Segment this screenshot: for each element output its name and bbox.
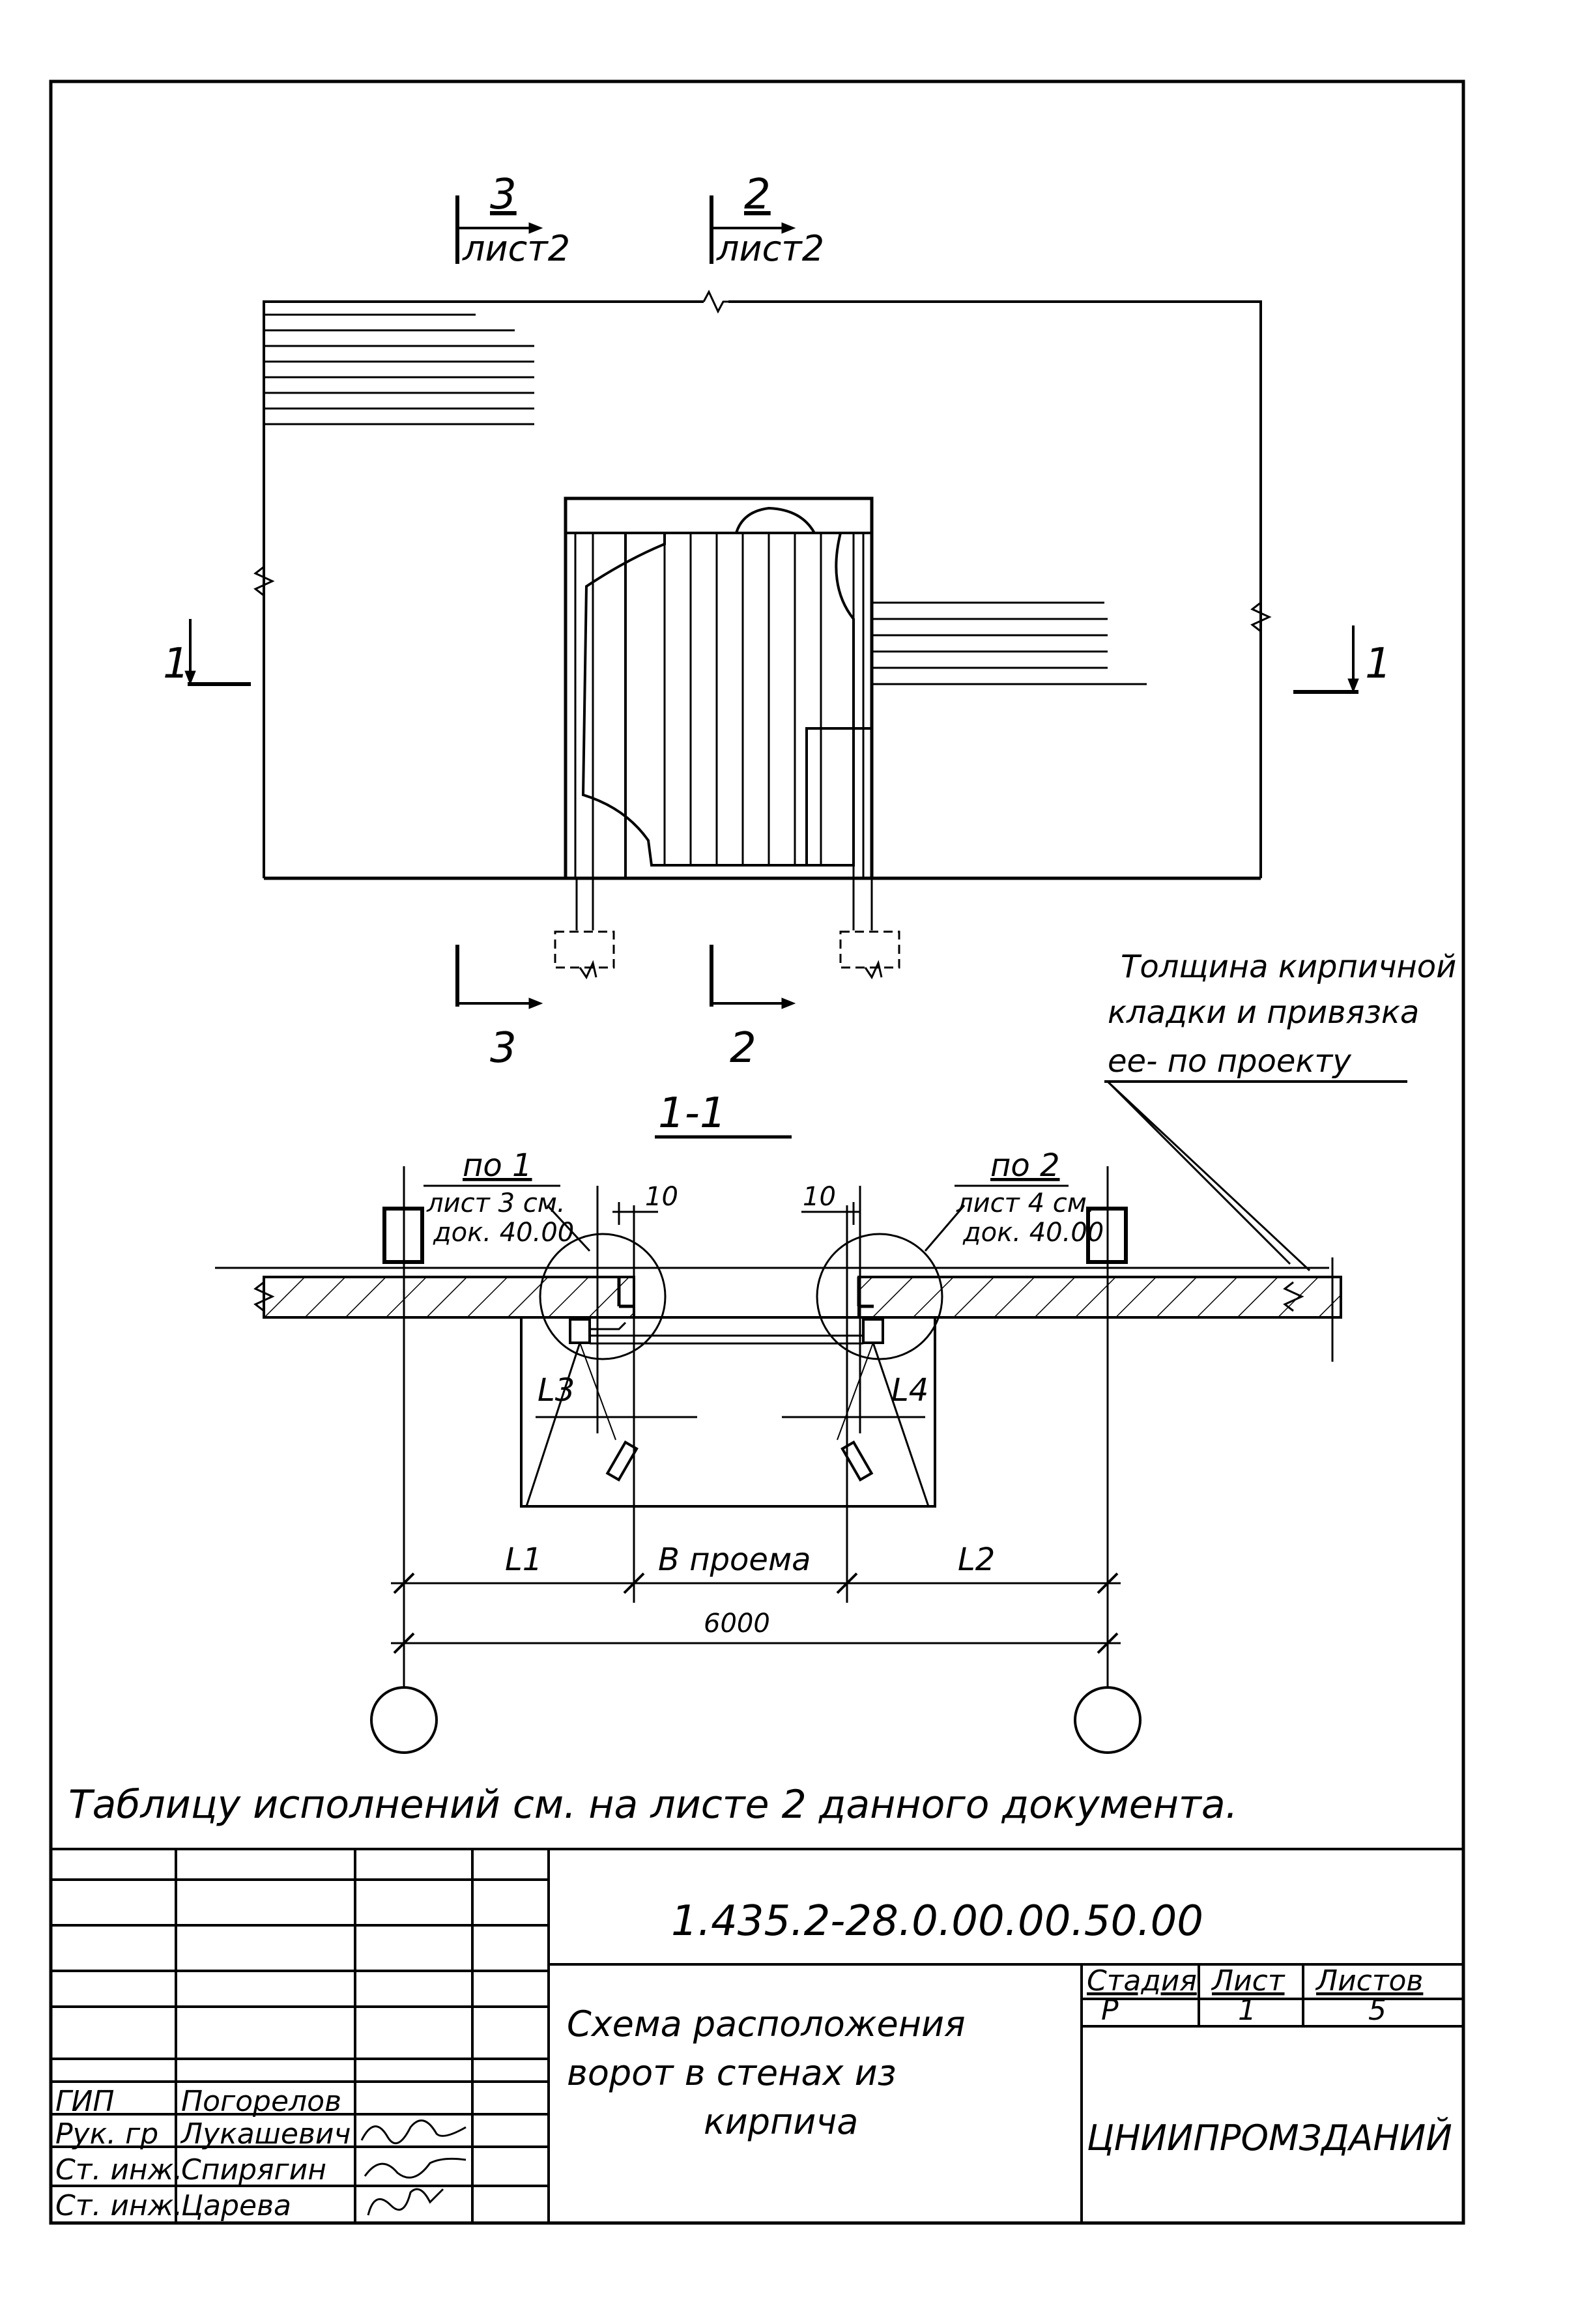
staff-name-3: Спирягин	[181, 2153, 326, 2187]
section-marker-2-top-sheet: лист2	[716, 228, 824, 269]
front-elevation	[253, 289, 1272, 980]
masonry-note-line1: Толщина кирпичной	[1121, 949, 1456, 985]
signatures	[360, 2119, 467, 2216]
title-block-grid	[51, 1848, 1463, 2223]
staff-role-1: ГИП	[55, 2085, 115, 2118]
l4-dim: L4	[891, 1372, 928, 1409]
sheet-frame	[49, 79, 1465, 2225]
section-title: 1-1	[658, 1089, 726, 1138]
section-marker-1-right	[1293, 625, 1359, 694]
stage-header: Стадия	[1087, 1964, 1197, 1998]
section-marker-2-top	[710, 195, 796, 264]
section-marker-3-top-number: 3	[490, 171, 517, 219]
section-marker-2-top-number: 2	[744, 171, 771, 219]
section-marker-2-bottom-number: 2	[730, 1024, 756, 1072]
callout-left-line1: по 1	[463, 1147, 532, 1184]
callout-left-line2: лист 3 см.	[426, 1188, 566, 1218]
callout-right-line3: док. 40.00	[962, 1218, 1104, 1248]
l1-dim: L1	[505, 1542, 542, 1578]
stage-value: Р	[1101, 1994, 1119, 2027]
staff-name-1: Погорелов	[181, 2085, 341, 2118]
section-marker-2-bottom	[710, 945, 796, 1009]
total-dim: 6000	[704, 1609, 770, 1639]
drawing-name-line3: кирпича	[704, 2101, 858, 2142]
sheets-header: Листов	[1315, 1964, 1423, 1998]
gap-right-dim: 10	[803, 1182, 836, 1212]
section-marker-3-bottom	[455, 945, 543, 1009]
drawing-name-line2: ворот в стенах из	[567, 2052, 897, 2093]
callout-right-line1: по 2	[990, 1147, 1060, 1184]
callout-left-line3: док. 40.00	[433, 1218, 574, 1248]
masonry-note-line3: ее- по проекту	[1108, 1043, 1351, 1080]
section-marker-1-left-number: 1	[163, 640, 190, 688]
callout-right-line2: лист 4 см.	[956, 1188, 1095, 1218]
l2-dim: L2	[958, 1542, 995, 1578]
staff-role-2: Рук. гр	[55, 2117, 158, 2151]
masonry-note-leader	[1106, 1080, 1311, 1272]
staff-role-4: Ст. инж.	[55, 2189, 182, 2222]
gap-left-dim: 10	[645, 1182, 678, 1212]
section-marker-3-bottom-number: 3	[490, 1024, 517, 1072]
sheets-value: 5	[1368, 1994, 1386, 2027]
section-marker-3-top	[455, 195, 543, 264]
organization-name: ЦНИИПРОМЗДАНИЙ	[1087, 2117, 1452, 2159]
staff-name-4: Царева	[181, 2189, 291, 2222]
l3-dim: L3	[538, 1372, 575, 1409]
section-marker-3-top-sheet: лист2	[462, 228, 570, 269]
table-note: Таблицу исполнений см. на листе 2 данног…	[68, 1782, 1238, 1828]
document-code: 1.435.2-28.0.00.00.50.00	[671, 1897, 1203, 1945]
staff-role-3: Ст. инж.	[55, 2153, 182, 2187]
masonry-note-line2: кладки и привязка	[1108, 994, 1419, 1031]
drawing-name-line1: Схема расположения	[567, 2003, 966, 2044]
opening-dim: В проема	[658, 1542, 811, 1578]
section-marker-1-left	[184, 619, 251, 686]
section-plan	[215, 1166, 1342, 1754]
sheet-value: 1	[1238, 1994, 1256, 2027]
staff-name-2: Лукашевич	[180, 2117, 351, 2151]
sheet-header: Лист	[1211, 1964, 1286, 1998]
section-marker-1-right-number: 1	[1365, 640, 1392, 688]
